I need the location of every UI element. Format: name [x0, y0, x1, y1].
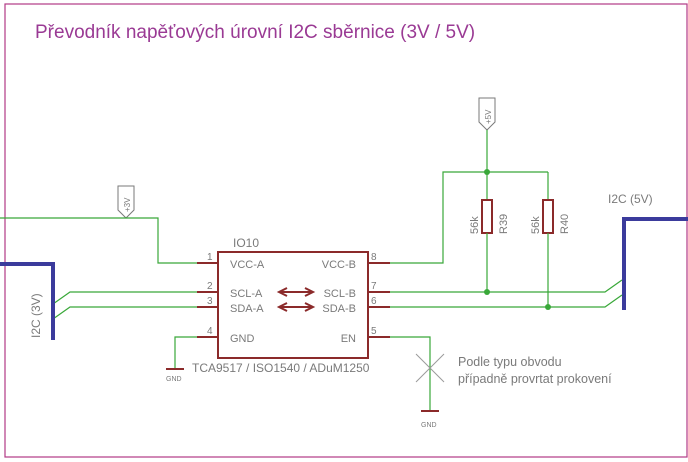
pin-2-label: SCL-A	[230, 288, 263, 300]
pin-6-label: SDA-B	[322, 303, 356, 315]
pin-3-label: SDA-A	[230, 303, 264, 315]
ic-part-number: TCA9517 / ISO1540 / ADuM1250	[192, 361, 370, 375]
bus-right-label: I2C (5V)	[608, 192, 653, 206]
wire-vcca	[0, 217, 197, 264]
r39-name: R39	[498, 214, 510, 234]
gnd-left-label: GND	[166, 376, 182, 383]
supply-3v-label: +3V	[123, 197, 132, 212]
junction-5v	[484, 169, 490, 175]
bus-i2c-3v	[0, 262, 55, 340]
pin-6-number: 6	[371, 296, 377, 307]
ic-body	[217, 251, 369, 359]
pin-7-number: 7	[371, 281, 377, 292]
wire-scl-b	[390, 279, 623, 293]
wire-en	[390, 336, 431, 410]
wire-scl-a	[52, 291, 197, 305]
wire-sda-b	[390, 294, 623, 308]
supply-3v-symbol: +3V	[117, 185, 135, 219]
bus-left-label: I2C (3V)	[29, 293, 43, 338]
sheet-frame	[4, 3, 688, 458]
pin-8-number: 8	[371, 252, 377, 263]
pin-8-label: VCC-B	[322, 259, 356, 271]
note-line-2: případně provrtat prokovení	[458, 372, 612, 386]
pin-1-label: VCC-A	[230, 259, 265, 271]
r40-value: 56k	[530, 216, 542, 234]
resistor-r39	[481, 199, 493, 234]
pin-7-label: SCL-B	[324, 288, 356, 300]
scl-bidirectional-arrow-icon	[276, 287, 316, 297]
wire-sda-a	[52, 306, 197, 320]
wire-vccb	[390, 171, 548, 264]
pin-5-number: 5	[371, 326, 377, 337]
note-line-1: Podle typu obvodu	[458, 355, 562, 369]
pin-2-number: 2	[207, 281, 213, 292]
supply-5v-label: +5V	[484, 109, 493, 124]
cut-mark-icon	[415, 353, 445, 383]
bus-i2c-5v	[622, 217, 688, 310]
schematic-title: Převodník napěťových úrovní I2C sběrnice…	[35, 22, 475, 43]
pin-4-number: 4	[207, 326, 213, 337]
pin-5-label: EN	[341, 333, 356, 345]
wire-gnd-a	[174, 336, 197, 368]
sda-bidirectional-arrow-icon	[276, 302, 316, 312]
r40-name: R40	[559, 214, 571, 234]
resistor-r40	[542, 199, 554, 234]
ic-name: IO10	[233, 236, 259, 250]
pin-1-number: 1	[207, 252, 213, 263]
pin-3-number: 3	[207, 296, 213, 307]
r39-value: 56k	[469, 216, 481, 234]
gnd-right-label: GND	[421, 422, 437, 429]
supply-5v-symbol: +5V	[478, 97, 496, 131]
pin-4-label: GND	[230, 333, 255, 345]
